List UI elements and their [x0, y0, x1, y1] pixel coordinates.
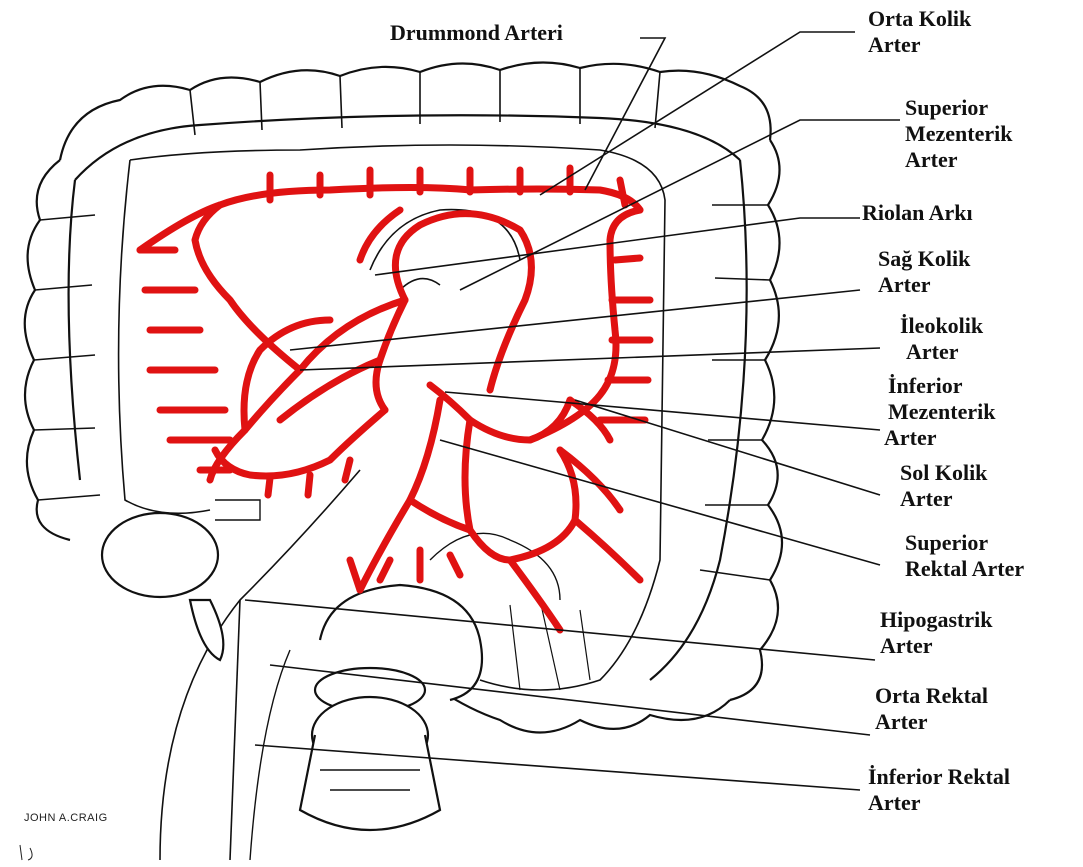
- label-superior-rektal-arter: Superior Rektal Arter: [905, 530, 1024, 582]
- label-sag-kolik-arter: Sağ Kolik Arter: [878, 246, 970, 298]
- label-orta-kolik-arter: Orta Kolik Arter: [868, 6, 971, 58]
- colon-outline: [25, 62, 782, 860]
- artist-signature: JOHN A.CRAIG: [24, 812, 108, 824]
- label-hipogastrik-arter: Hipogastrik Arter: [880, 607, 992, 659]
- label-inferior-rektal-arter: İnferior Rektal Arter: [868, 764, 1010, 816]
- label-sol-kolik-arter: Sol Kolik Arter: [900, 460, 987, 512]
- label-orta-rektal-arter: Orta Rektal Arter: [875, 683, 988, 735]
- signature-mark: [20, 845, 32, 860]
- label-inferior-mezenterik-arter: İnferior Mezenterik Arter: [888, 373, 996, 451]
- label-riolan-arki: Riolan Arkı: [862, 200, 973, 226]
- label-ileokolik-arter: İleokolik Arter: [900, 313, 983, 365]
- label-superior-mezenterik-arter: Superior Mezenterik Arter: [905, 95, 1013, 173]
- label-drummond-arteri: Drummond Arteri: [390, 20, 563, 46]
